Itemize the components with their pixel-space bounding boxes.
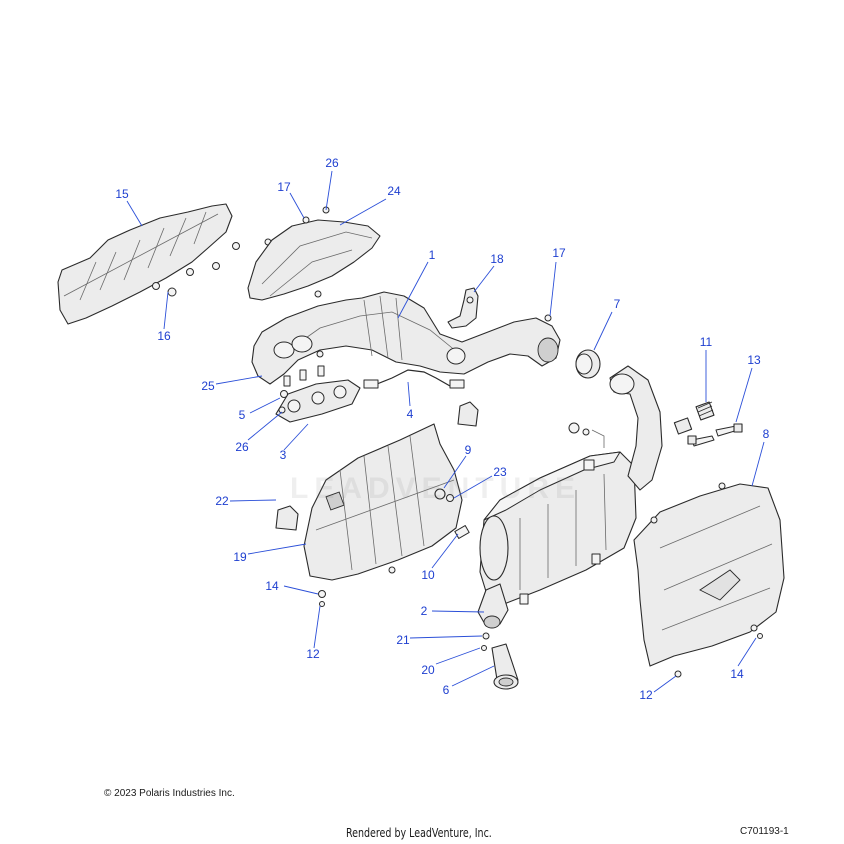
muffler-2 [477, 365, 663, 629]
callout-24[interactable]: 24 [387, 184, 401, 198]
sensor-10 [454, 525, 470, 539]
hanger-bracket-18 [447, 287, 479, 329]
callout-17-b[interactable]: 17 [552, 246, 566, 260]
o2-sensor-4 [363, 369, 465, 389]
callout-20[interactable]: 20 [421, 663, 435, 677]
callout-14-b[interactable]: 14 [730, 667, 744, 681]
heat-shield-24 [247, 206, 381, 301]
rendered-by-credit: Rendered by LeadVenture, Inc. [346, 826, 492, 840]
bolts-13 [687, 423, 743, 447]
callout-26[interactable]: 26 [325, 156, 339, 170]
heat-shield-19 [303, 423, 463, 581]
callout-6[interactable]: 6 [442, 683, 450, 697]
heat-shield-8 [633, 482, 785, 667]
callout-5[interactable]: 5 [238, 408, 246, 422]
clamp-22 [275, 401, 479, 531]
grommet-9 [434, 488, 446, 500]
figure-id: C701193-1 [740, 826, 789, 837]
callout-15[interactable]: 15 [115, 187, 129, 201]
leader-lines [126, 170, 765, 693]
callout-12[interactable]: 12 [306, 647, 320, 661]
callout-9[interactable]: 9 [464, 443, 472, 457]
bolt-17b [544, 314, 552, 322]
callout-1[interactable]: 1 [428, 248, 436, 262]
callout-18[interactable]: 18 [490, 252, 504, 266]
callout-23[interactable]: 23 [493, 465, 507, 479]
hardware-small [318, 590, 763, 678]
callout-11[interactable]: 11 [699, 335, 713, 349]
flange-gasket-3 [275, 379, 361, 423]
springs-11 [673, 401, 715, 435]
callout-16[interactable]: 16 [157, 329, 171, 343]
callout-4[interactable]: 4 [406, 407, 414, 421]
callout-13[interactable]: 13 [747, 353, 761, 367]
washer-23 [446, 494, 454, 502]
callout-22[interactable]: 22 [215, 494, 229, 508]
watermark-text: LEADVENTURE [290, 472, 582, 505]
callout-21[interactable]: 21 [396, 633, 410, 647]
studs-5 [278, 365, 325, 414]
exhaust-tip-6 [491, 643, 519, 690]
callout-8[interactable]: 8 [762, 427, 770, 441]
callout-25[interactable]: 25 [201, 379, 215, 393]
callout-2[interactable]: 2 [420, 604, 428, 618]
callout-10[interactable]: 10 [421, 568, 435, 582]
callout-12-b[interactable]: 12 [639, 688, 653, 702]
callout-19[interactable]: 19 [233, 550, 247, 564]
copyright-notice: © 2023 Polaris Industries Inc. [104, 788, 235, 799]
callout-3[interactable]: 3 [279, 448, 287, 462]
callout-26-b[interactable]: 26 [235, 440, 249, 454]
exhaust-header-1 [251, 290, 561, 385]
callout-17[interactable]: 17 [277, 180, 291, 194]
gasket-7 [575, 349, 601, 379]
callout-14[interactable]: 14 [265, 579, 279, 593]
heat-shield-15 [57, 203, 233, 325]
callout-7[interactable]: 7 [613, 297, 621, 311]
